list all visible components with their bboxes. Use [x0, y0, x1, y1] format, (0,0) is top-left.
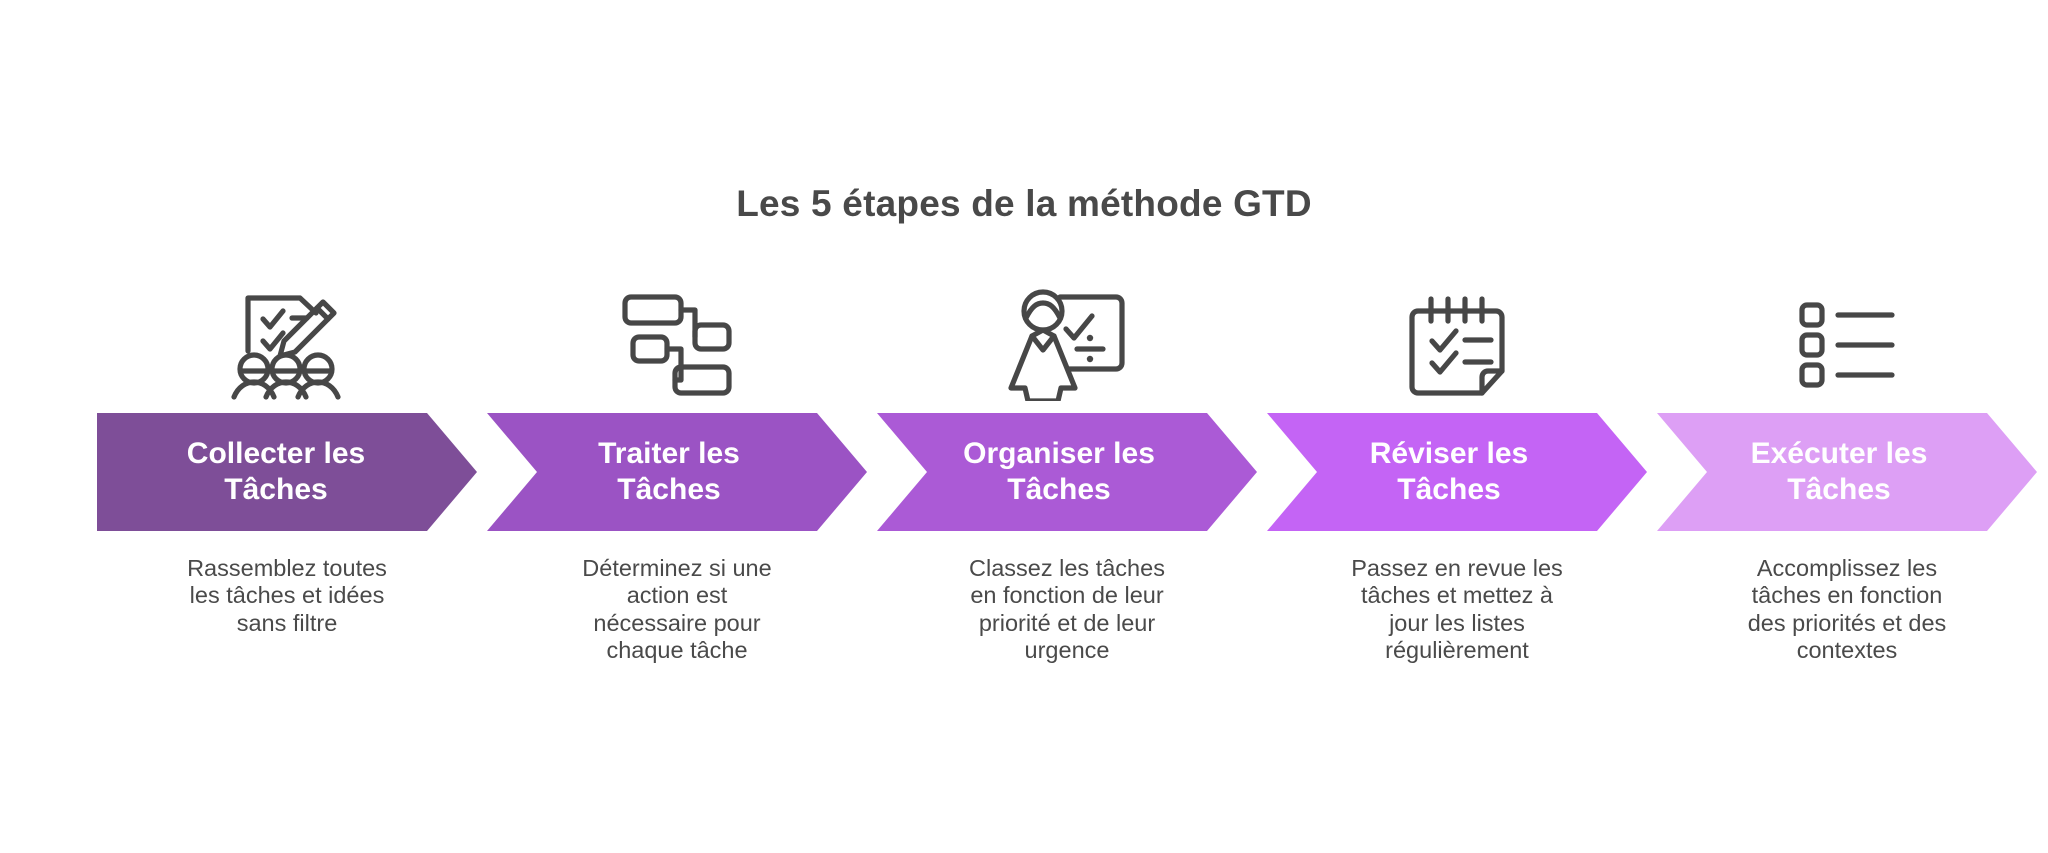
step-4-icon-area — [1267, 283, 1647, 401]
chevron-shape — [1657, 413, 2037, 531]
step-2-description: Déterminez si une action est nécessaire … — [582, 555, 772, 664]
step-5-icon-area — [1657, 283, 2037, 401]
process-step-1[interactable]: Collecter les Tâches Rassemblez toutes l… — [97, 283, 477, 713]
step-5-banner[interactable]: Exécuter les Tâches — [1657, 413, 2037, 531]
process-step-5[interactable]: Exécuter les Tâches Accomplissez les tâc… — [1657, 283, 2037, 713]
chevron-shape — [487, 413, 867, 531]
step-1-icon-area — [97, 283, 477, 401]
notepad-checklist-icon — [1409, 296, 1505, 396]
page-title: Les 5 étapes de la méthode GTD — [736, 183, 1312, 224]
step-2-icon-area — [487, 283, 867, 401]
step-2-banner[interactable]: Traiter les Tâches — [487, 413, 867, 531]
step-1-banner[interactable]: Collecter les Tâches — [97, 413, 477, 531]
step-1-label: Collecter les Tâches — [186, 437, 366, 506]
step-2-label: Traiter les Tâches — [598, 437, 740, 506]
person-presentation-board-icon — [1008, 289, 1125, 401]
clipboard-checklist-pencil-people-icon — [231, 295, 341, 400]
step-4-description: Passez en revue les tâches et mettez à j… — [1351, 555, 1563, 664]
step-3-banner[interactable]: Organiser les Tâches — [877, 413, 1257, 531]
step-4-label: Réviser les Tâches — [1369, 437, 1529, 506]
step-4-banner[interactable]: Réviser les Tâches — [1267, 413, 1647, 531]
chevron-shape — [97, 413, 477, 531]
checkbox-list-icon — [1799, 302, 1895, 388]
flowchart-nodes-icon — [622, 294, 732, 396]
step-5-description: Accomplissez les tâches en fonction des … — [1747, 555, 1947, 664]
chevron-shape — [877, 413, 1257, 531]
process-step-2[interactable]: Traiter les Tâches Déterminez si une act… — [487, 283, 867, 713]
step-3-label: Organiser les Tâches — [963, 437, 1155, 506]
step-5-label: Exécuter les Tâches — [1750, 437, 1928, 506]
step-1-description: Rassemblez toutes les tâches et idées sa… — [187, 555, 387, 636]
process-step-4[interactable]: Réviser les Tâches Passez en revue les t… — [1267, 283, 1647, 713]
process-flow: Collecter les Tâches Rassemblez toutes l… — [97, 283, 2037, 713]
chevron-shape — [1267, 413, 1647, 531]
step-3-description: Classez les tâches en fonction de leur p… — [969, 555, 1165, 664]
process-step-3[interactable]: Organiser les Tâches Classez les tâches … — [877, 283, 1257, 713]
step-3-icon-area — [877, 283, 1257, 401]
